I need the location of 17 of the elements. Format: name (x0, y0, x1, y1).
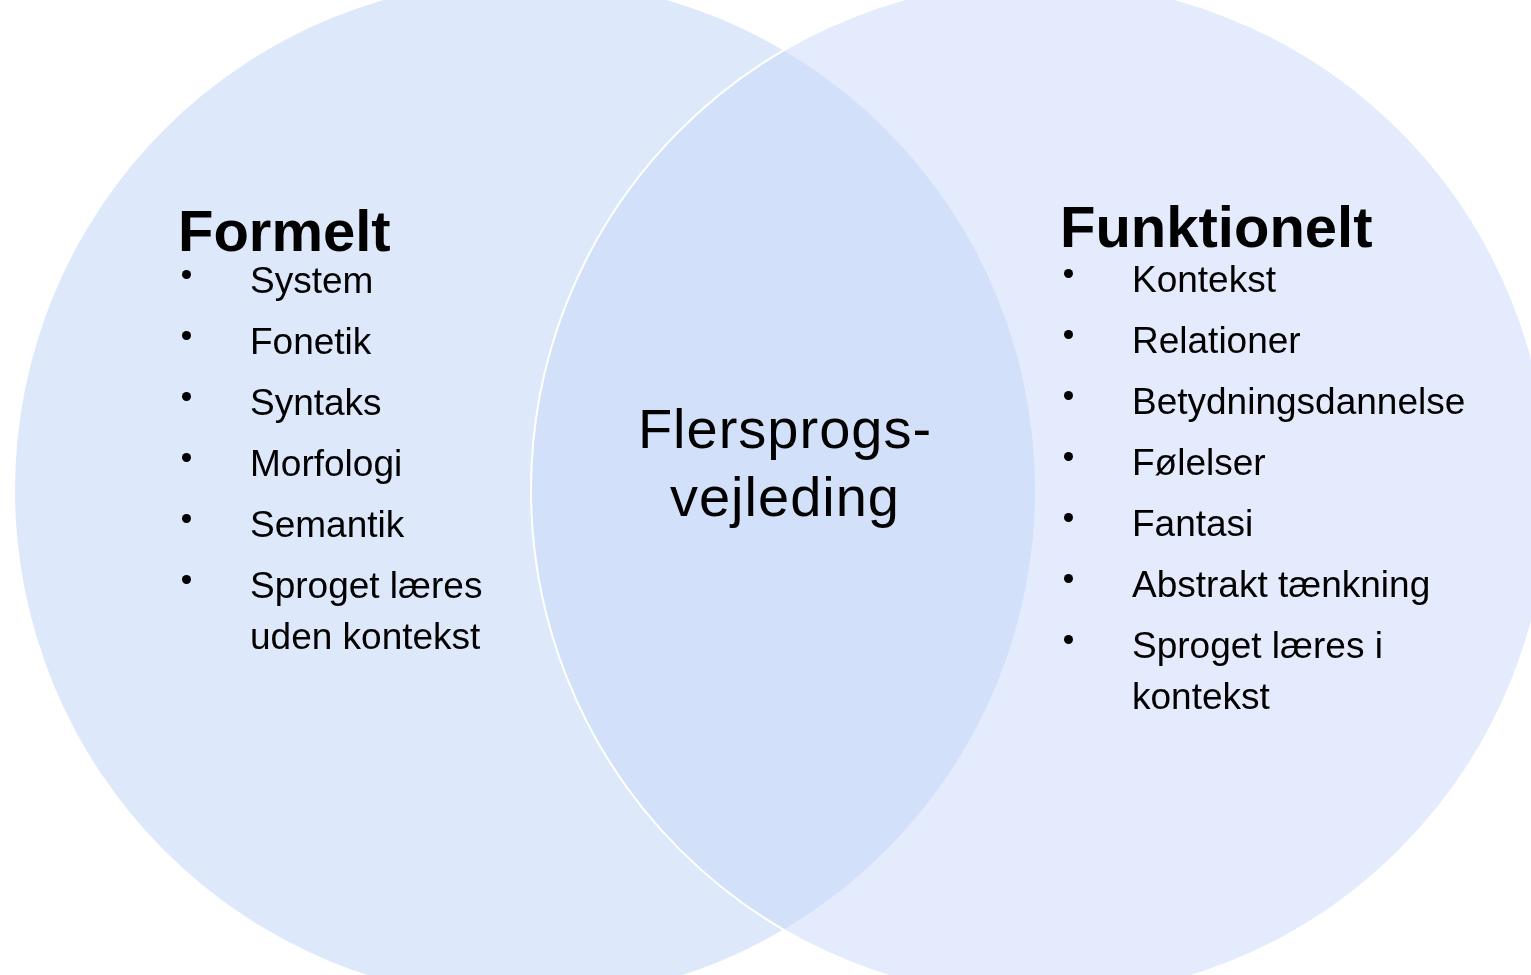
list-item: Følelser (1132, 441, 1267, 485)
heading: Formelt (178, 202, 391, 260)
center-label: Flersprogs- vejleding (600, 395, 970, 531)
list-item: Morfologi (250, 442, 404, 486)
list-item: Fantasi (1132, 502, 1255, 546)
list-item: Semantik (250, 503, 406, 547)
list-item: Syntaks (250, 381, 383, 425)
list-item: Fonetik (250, 320, 373, 364)
list-item: Abstrakt tænkning (1132, 563, 1432, 607)
list-item: Relationer (1132, 319, 1302, 363)
list-item: Sproget læres i kontekst (1132, 624, 1384, 719)
heading: Funktionelt (1060, 198, 1373, 256)
list-item: Kontekst (1132, 258, 1277, 302)
list-item: Sproget læres uden kontekst (250, 564, 484, 659)
list-item: Betydningsdannelse (1132, 380, 1462, 424)
venn-circle (530, 0, 1531, 975)
list-item: System (250, 259, 375, 303)
